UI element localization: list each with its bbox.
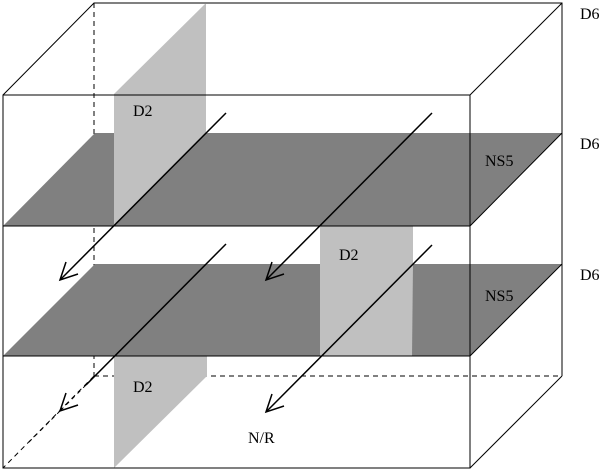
label-d6-bottom: D6	[580, 267, 600, 284]
d2-plane-middle	[320, 226, 413, 356]
box-front-edges	[2, 94, 563, 469]
d2-plane-bottom	[114, 356, 207, 468]
box-hidden-edges	[2, 3, 562, 469]
label-d6-middle: D6	[580, 136, 600, 153]
label-ns5-lower: NS5	[485, 288, 513, 305]
arrow-bottom-left	[27, 243, 227, 444]
ns5-plane-lower	[3, 264, 562, 356]
arrow-bottom-right	[264, 244, 433, 414]
ns5-plane-upper	[3, 133, 562, 226]
label-nr: N/R	[248, 430, 275, 447]
d2-plane-top	[114, 3, 206, 226]
d6-top-slab	[2, 2, 563, 376]
string-arrows	[27, 112, 433, 444]
arrow-top-left	[58, 112, 227, 282]
label-ns5-upper: NS5	[485, 153, 513, 170]
label-d6-top: D6	[580, 6, 600, 23]
label-d2-bottom: D2	[133, 379, 153, 396]
label-d2-top: D2	[133, 103, 153, 120]
label-d2-middle: D2	[339, 247, 359, 264]
arrow-top-right	[264, 112, 433, 282]
